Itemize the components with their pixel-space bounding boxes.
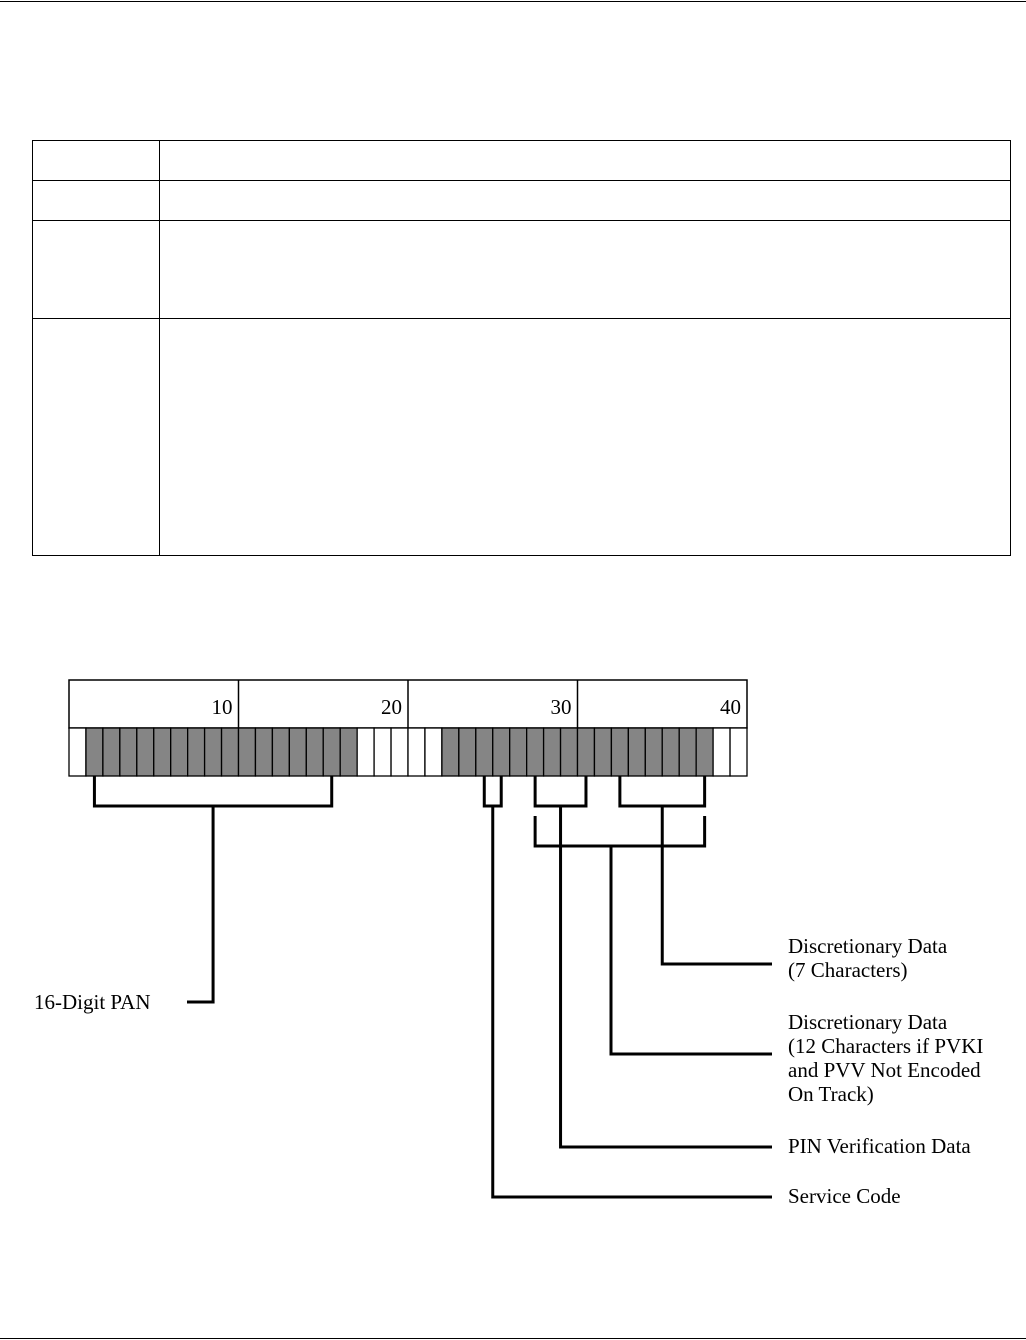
discretionary-12-label: Discretionary Data(12 Characters if PVKI…	[788, 1010, 983, 1106]
character-cell	[68, 727, 87, 777]
character-cell	[305, 727, 324, 777]
table-cell	[159, 140, 1011, 181]
character-cell	[153, 727, 172, 777]
character-cell	[712, 727, 731, 777]
character-cell	[610, 727, 630, 777]
character-cell	[441, 727, 460, 777]
pin-verification-bracket	[533, 776, 588, 808]
character-cell	[339, 727, 358, 777]
character-cell	[254, 727, 274, 777]
field-brackets	[92, 776, 772, 1199]
character-cell	[627, 727, 646, 777]
character-cell	[695, 727, 714, 777]
character-cell	[407, 727, 426, 777]
character-cell	[509, 727, 528, 777]
character-cell	[220, 727, 240, 777]
table-row	[32, 180, 1011, 221]
character-cell	[85, 727, 104, 777]
character-cell	[559, 727, 579, 777]
header-rule	[0, 1, 1026, 2]
pan-bracket	[92, 776, 334, 808]
character-cells	[68, 727, 748, 777]
ruler-tick-label: 30	[551, 695, 572, 719]
character-cell	[661, 727, 680, 777]
character-cell	[390, 727, 409, 777]
table-cell	[32, 180, 160, 221]
footer-rule	[0, 1338, 1026, 1339]
table-cell	[159, 180, 1011, 221]
pin-verification-leader	[559, 806, 772, 1149]
table-cell	[159, 220, 1011, 319]
pan-leader	[187, 806, 215, 1004]
character-cell	[593, 727, 613, 777]
service-code-bracket	[482, 776, 503, 808]
character-cell	[576, 727, 596, 777]
character-cell	[356, 727, 375, 777]
table-cell	[32, 140, 160, 181]
character-cell	[475, 727, 494, 777]
discretionary-7-label: Discretionary Data(7 Characters)	[788, 934, 948, 982]
character-cell	[526, 727, 545, 777]
table-cell	[32, 220, 160, 319]
data-table	[32, 140, 1011, 556]
service-code-leader	[491, 806, 772, 1199]
discretionary-12-bracket	[533, 816, 707, 848]
table-cell	[32, 318, 160, 556]
character-cell	[102, 727, 121, 777]
character-cell	[373, 727, 392, 777]
table-row	[32, 318, 1011, 556]
table-row	[32, 220, 1011, 319]
character-cell	[271, 727, 290, 777]
character-cell	[203, 727, 223, 777]
character-cell	[644, 727, 663, 777]
service-code-label: Service Code	[788, 1184, 901, 1208]
field-labels: 16-Digit PAN Discretionary Data(7 Charact…	[34, 934, 983, 1208]
character-cell	[322, 727, 341, 777]
pin-verification-label: PIN Verification Data	[788, 1134, 971, 1158]
ruler-tick-label: 40	[720, 695, 741, 719]
character-cell	[729, 727, 748, 777]
track-layout-diagram: 10 20 30 40 16-Digit PAN Discretionary Data(…	[34, 679, 983, 1208]
character-cell	[678, 727, 697, 777]
table-row	[32, 140, 1011, 181]
character-cell	[186, 727, 206, 777]
position-ruler: 10 20 30 40	[68, 679, 748, 729]
character-cell	[119, 727, 138, 777]
character-cell	[170, 727, 189, 777]
discretionary-7-leader	[660, 806, 772, 966]
character-cell	[288, 727, 307, 777]
discretionary-7-bracket	[618, 776, 707, 808]
pan-label: 16-Digit PAN	[34, 990, 151, 1014]
character-cell	[136, 727, 155, 777]
character-cell	[458, 727, 477, 777]
character-cell	[492, 727, 511, 777]
ruler-tick-label: 10	[212, 695, 233, 719]
character-cell	[237, 727, 257, 777]
ruler-tick-label: 20	[381, 695, 402, 719]
table-cell	[159, 318, 1011, 556]
discretionary-12-leader	[609, 846, 772, 1056]
character-cell	[542, 727, 562, 777]
character-cell	[424, 727, 443, 777]
